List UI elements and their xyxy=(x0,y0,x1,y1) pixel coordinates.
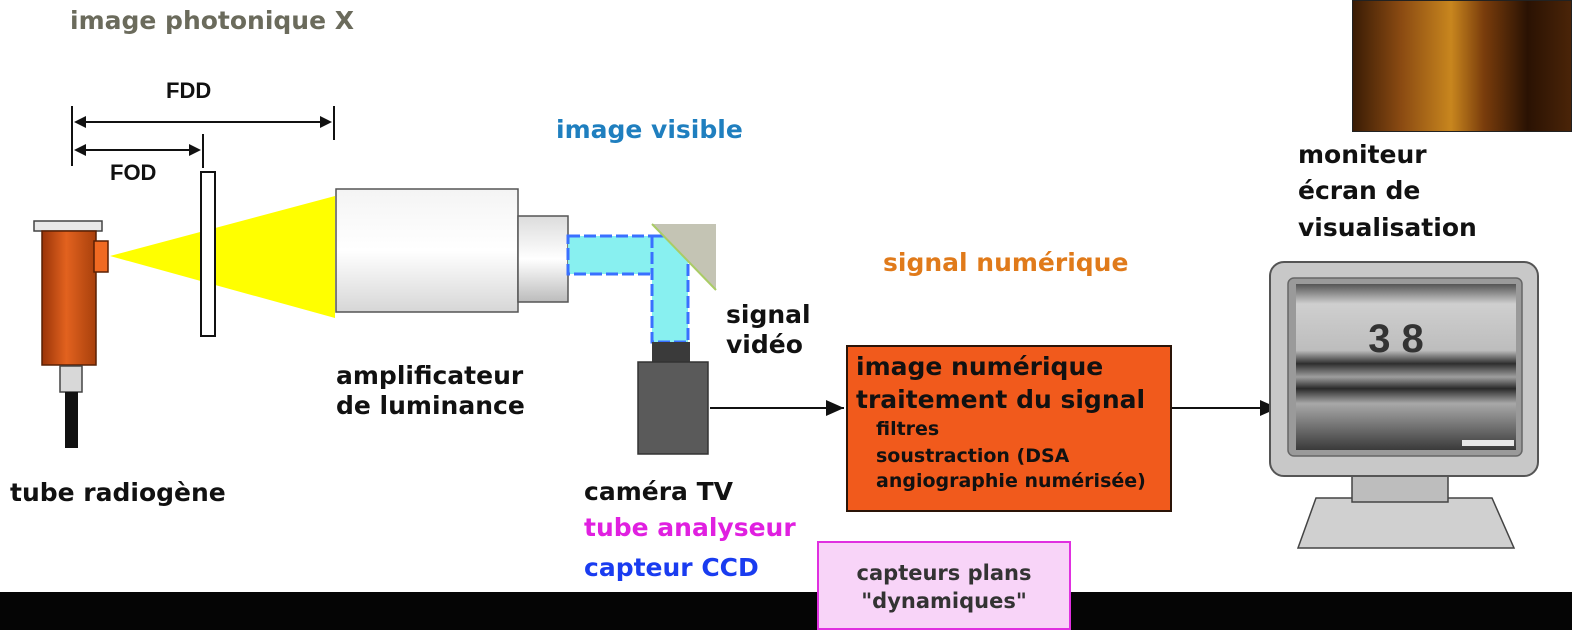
patient-plane xyxy=(200,171,216,337)
processing-item: soustraction (DSA xyxy=(876,444,1070,467)
label-tube-radiogene: tube radiogène xyxy=(10,478,226,507)
flat-panel-line2: "dynamiques" xyxy=(861,589,1027,614)
xray-tube xyxy=(33,220,109,448)
processing-item: filtres xyxy=(876,418,940,440)
label-camera-tv: caméra TV xyxy=(584,477,733,506)
fod-dimension xyxy=(71,134,204,168)
monitor-screen xyxy=(1296,284,1516,450)
tv-camera xyxy=(637,342,709,455)
label-signal-numerique: signal numérique xyxy=(883,248,1129,277)
monitor: 3 8 xyxy=(1269,261,1539,549)
flat-panel-line1: capteurs plans xyxy=(856,561,1032,585)
processing-item: angiographie numérisée) xyxy=(876,470,1146,493)
light-guide xyxy=(566,223,717,344)
bottom-image-strip xyxy=(0,592,1572,630)
digital-processing-box: image numérique traitement du signal fil… xyxy=(846,345,1172,512)
label-capteur-ccd: capteur CCD xyxy=(584,553,759,582)
processing-subtitle: traitement du signal xyxy=(856,384,1146,414)
label-tube-analyseur: tube analyseur xyxy=(584,513,796,542)
flat-panel-box: capteurs plans "dynamiques" xyxy=(817,541,1071,630)
angiography-photo xyxy=(1352,0,1572,132)
label-fod: FOD xyxy=(110,160,157,185)
label-image-visible: image visible xyxy=(556,115,743,144)
label-signal-video: signal vidéo xyxy=(726,300,811,359)
processing-title: image numérique xyxy=(856,352,1104,381)
label-fdd: FDD xyxy=(166,78,212,103)
label-amplificateur: amplificateur de luminance xyxy=(336,361,525,420)
xray-beam xyxy=(110,196,335,318)
image-intensifier xyxy=(335,188,569,313)
label-image-photonique: image photonique X xyxy=(70,6,355,35)
monitor-screen-text: 3 8 xyxy=(1368,317,1424,361)
fdd-dimension xyxy=(71,106,335,140)
label-moniteur: moniteur écran de visualisation xyxy=(1298,140,1477,242)
